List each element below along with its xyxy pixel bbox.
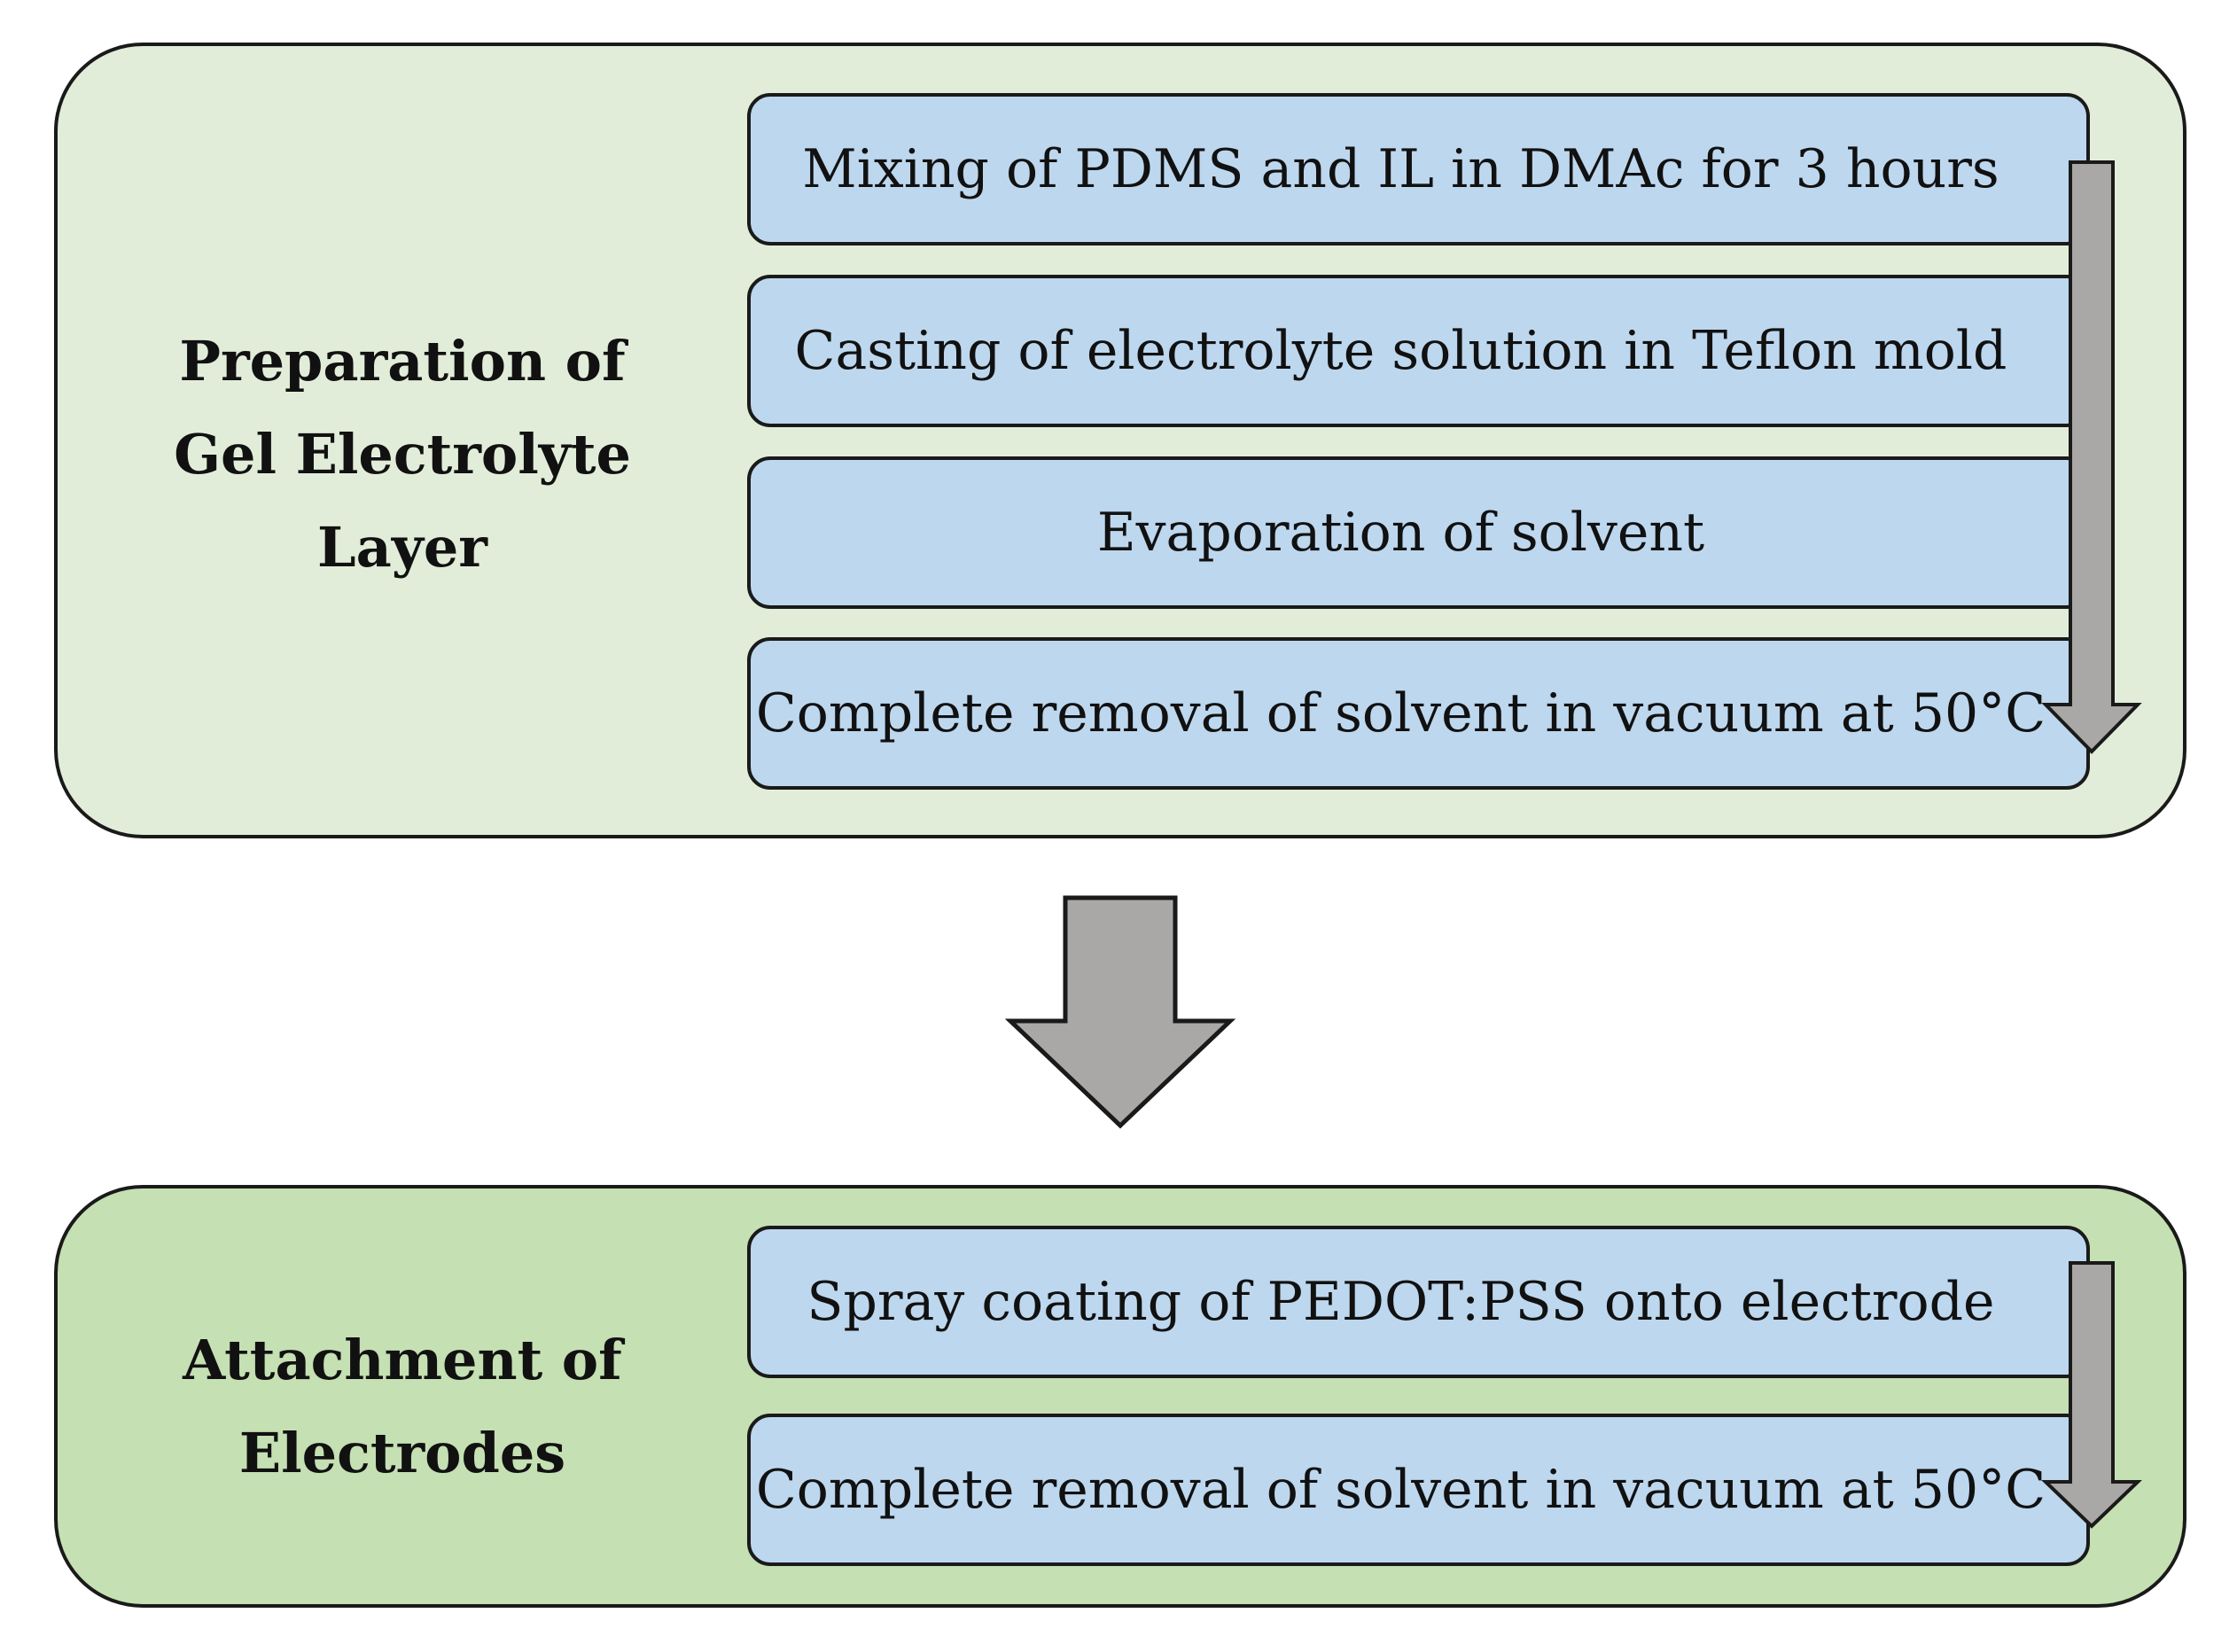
- step-label: Complete removal of solvent in vacuum at…: [755, 1459, 2046, 1521]
- step-box-vacuum-removal: Complete removal of solvent in vacuum at…: [747, 637, 2090, 790]
- step-box-vacuum-removal-2: Complete removal of solvent in vacuum at…: [747, 1414, 2090, 1566]
- section-title-gel-electrolyte: Preparation of Gel Electrolyte Layer: [174, 329, 631, 580]
- step-box-spray-coating: Spray coating of PEDOT:PSS onto electrod…: [747, 1226, 2090, 1378]
- step-label: Casting of electrolyte solution in Teflo…: [794, 320, 2007, 382]
- section-title-electrodes: Attachment of Electrodes: [183, 1328, 622, 1485]
- step-box-evaporation: Evaporation of solvent: [747, 456, 2090, 609]
- step-label: Evaporation of solvent: [1096, 502, 1705, 564]
- step-label: Complete removal of solvent in vacuum at…: [755, 682, 2046, 744]
- step-label: Spray coating of PEDOT:PSS onto electrod…: [807, 1271, 1995, 1333]
- step-label: Mixing of PDMS and IL in DMAc for 3 hour…: [802, 138, 1999, 200]
- step-box-casting: Casting of electrolyte solution in Teflo…: [747, 275, 2090, 427]
